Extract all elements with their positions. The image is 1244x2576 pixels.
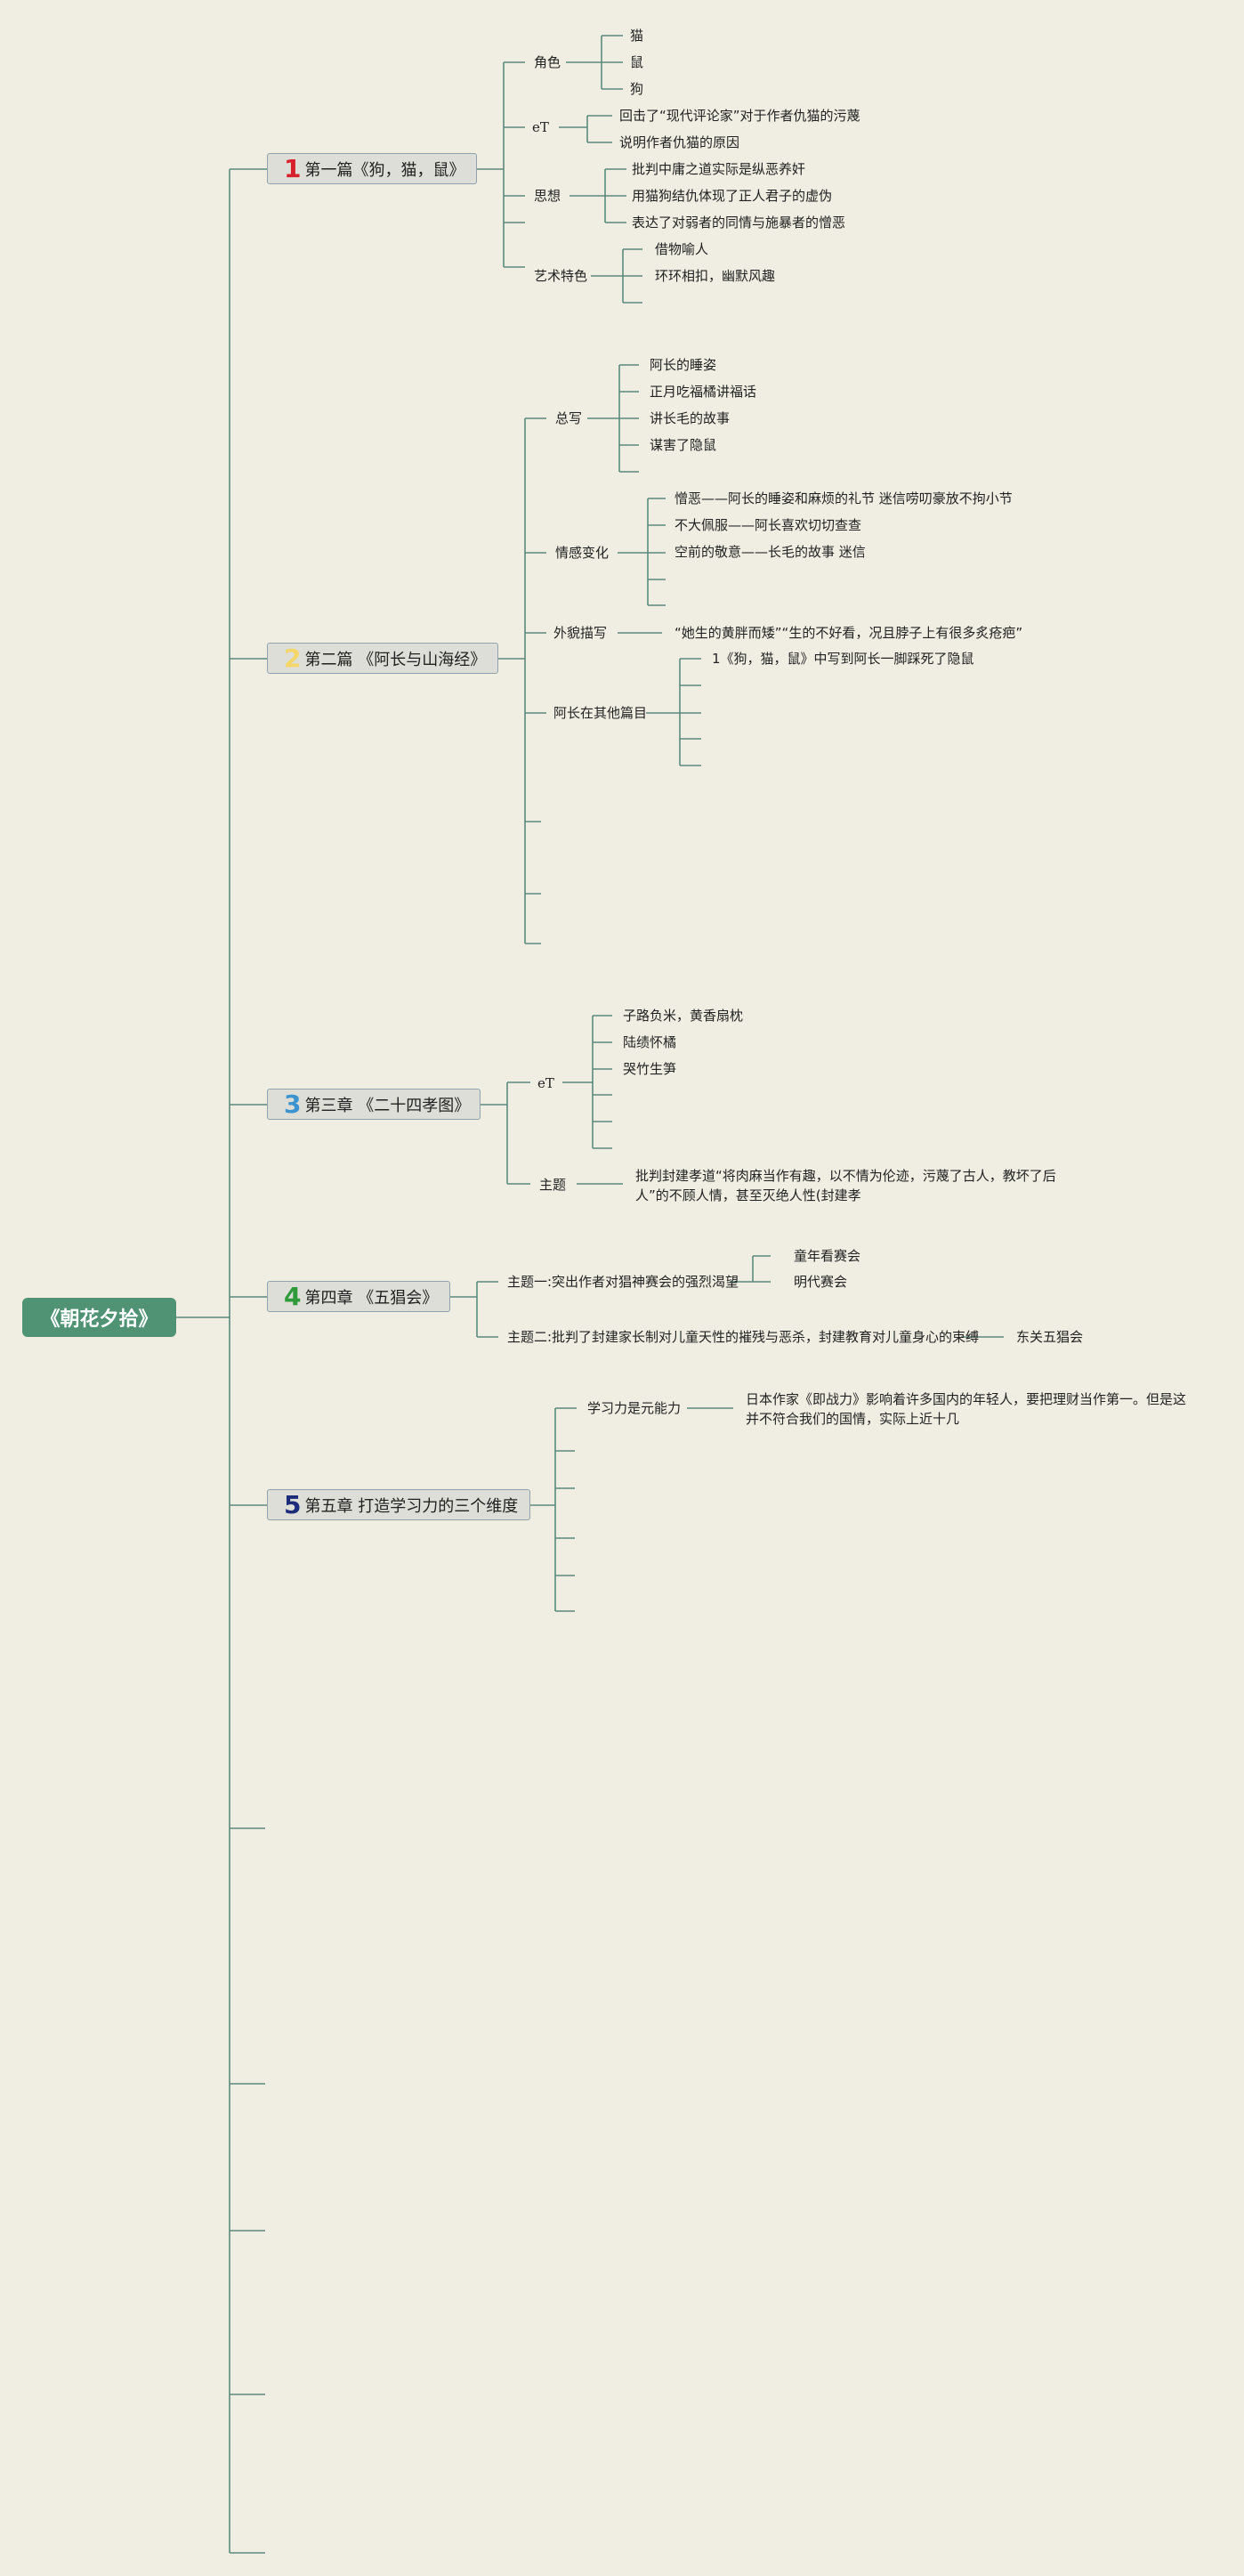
chapter-number-3: 3 bbox=[284, 1089, 302, 1119]
chapter-number-2: 2 bbox=[284, 643, 302, 673]
ch3-et-item-3: 哭竹生笋 bbox=[623, 1061, 677, 1077]
chapter-node-5[interactable]: 5 第五章 打造学习力的三个维度 bbox=[267, 1489, 530, 1520]
chapter-title-4: 第四章 《五猖会》 bbox=[304, 1288, 439, 1308]
ch4-branch-theme-1[interactable]: 主题一:突出作者对猖神赛会的强烈渴望 bbox=[507, 1274, 739, 1290]
ch4-theme1-item-2: 明代赛会 bbox=[794, 1274, 848, 1290]
chapter-title-3: 第三章 《二十四孝图》 bbox=[304, 1096, 471, 1115]
ch2-overview-item-2: 正月吃福橘讲福话 bbox=[650, 384, 757, 400]
ch1-branch-thought[interactable]: 思想 bbox=[534, 188, 561, 204]
chapter-node-1[interactable]: 1 第一篇《狗，猫，鼠》 bbox=[267, 153, 477, 184]
ch1-role-item-1: 猫 bbox=[630, 28, 644, 44]
ch3-et-item-1: 子路负米，黄香扇枕 bbox=[623, 1008, 744, 1024]
chapter-number-4: 4 bbox=[284, 1281, 302, 1311]
ch3-et-item-2: 陆绩怀橘 bbox=[623, 1034, 677, 1050]
ch1-branch-role[interactable]: 角色 bbox=[534, 54, 561, 70]
ch1-branch-et[interactable]: eT bbox=[532, 119, 549, 135]
ch1-thought-item-2: 用猫狗结仇体现了正人君子的虚伪 bbox=[632, 188, 833, 204]
ch5-learning-item-1: 日本作家《即战力》影响着许多国内的年轻人，要把理财当作第一。但是这并不符合我们的… bbox=[746, 1391, 1187, 1427]
chapter-node-2[interactable]: 2 第二篇 《阿长与山海经》 bbox=[267, 643, 498, 674]
chapter-node-4[interactable]: 4 第四章 《五猖会》 bbox=[267, 1281, 450, 1312]
ch3-branch-et[interactable]: eT bbox=[537, 1075, 554, 1091]
ch5-branch-learning[interactable]: 学习力是元能力 bbox=[587, 1400, 682, 1416]
ch2-emotion-item-3: 空前的敬意——长毛的故事 迷信 bbox=[675, 544, 866, 560]
chapter-title-1: 第一篇《狗，猫，鼠》 bbox=[304, 160, 465, 180]
ch2-overview-item-1: 阿长的睡姿 bbox=[650, 357, 717, 373]
ch2-branch-appearance[interactable]: 外貌描写 bbox=[553, 625, 608, 641]
ch2-branch-other[interactable]: 阿长在其他篇目 bbox=[553, 705, 648, 721]
ch2-appearance-item-1: “她生的黄胖而矮”“生的不好看，况且脖子上有很多炙疮疤” bbox=[675, 625, 1023, 641]
ch2-branch-emotion[interactable]: 情感变化 bbox=[555, 545, 610, 561]
ch2-emotion-item-2: 不大佩服——阿长喜欢切切查查 bbox=[675, 517, 862, 533]
chapter-title-2: 第二篇 《阿长与山海经》 bbox=[304, 650, 487, 669]
ch1-role-item-3: 狗 bbox=[630, 81, 644, 97]
ch2-overview-item-4: 谋害了隐鼠 bbox=[650, 437, 717, 453]
ch3-branch-theme[interactable]: 主题 bbox=[539, 1177, 567, 1193]
ch1-branch-art[interactable]: 艺术特色 bbox=[534, 268, 588, 284]
ch1-role-item-2: 鼠 bbox=[630, 54, 644, 70]
ch2-emotion-item-1: 憎恶——阿长的睡姿和麻烦的礼节 迷信唠叨豪放不拘小节 bbox=[675, 490, 1013, 506]
chapter-title-5: 第五章 打造学习力的三个维度 bbox=[304, 1496, 519, 1516]
ch1-thought-item-3: 表达了对弱者的同情与施暴者的憎恶 bbox=[632, 215, 846, 231]
chapter-number-1: 1 bbox=[284, 153, 302, 183]
ch1-et-item-2: 说明作者仇猫的原因 bbox=[619, 134, 740, 150]
ch4-theme2-item-1: 东关五猖会 bbox=[1016, 1329, 1084, 1345]
ch2-other-item-1: 1《狗，猫，鼠》中写到阿长一脚踩死了隐鼠 bbox=[712, 651, 974, 667]
ch4-branch-theme-2[interactable]: 主题二:批判了封建家长制对儿童天性的摧残与恶杀，封建教育对儿童身心的束缚 bbox=[507, 1329, 980, 1345]
ch1-art-item-2: 环环相扣，幽默风趣 bbox=[655, 268, 776, 284]
ch3-theme-item-1: 批判封建孝道“将肉麻当作有趣，以不情为伦迹，污蔑了古人，教坏了后人”的不顾人情，… bbox=[635, 1168, 1056, 1203]
chapter-node-3[interactable]: 3 第三章 《二十四孝图》 bbox=[267, 1089, 481, 1120]
ch1-thought-item-1: 批判中庸之道实际是纵恶养奸 bbox=[632, 161, 806, 177]
ch1-art-item-1: 借物喻人 bbox=[655, 241, 709, 257]
root-node[interactable]: 《朝花夕拾》 bbox=[22, 1298, 176, 1337]
ch4-theme1-item-1: 童年看赛会 bbox=[794, 1248, 861, 1264]
chapter-number-5: 5 bbox=[284, 1489, 302, 1519]
ch1-et-item-1: 回击了“现代评论家”对于作者仇猫的污蔑 bbox=[619, 108, 860, 124]
ch2-branch-overview[interactable]: 总写 bbox=[555, 410, 583, 426]
ch2-overview-item-3: 讲长毛的故事 bbox=[650, 410, 731, 426]
